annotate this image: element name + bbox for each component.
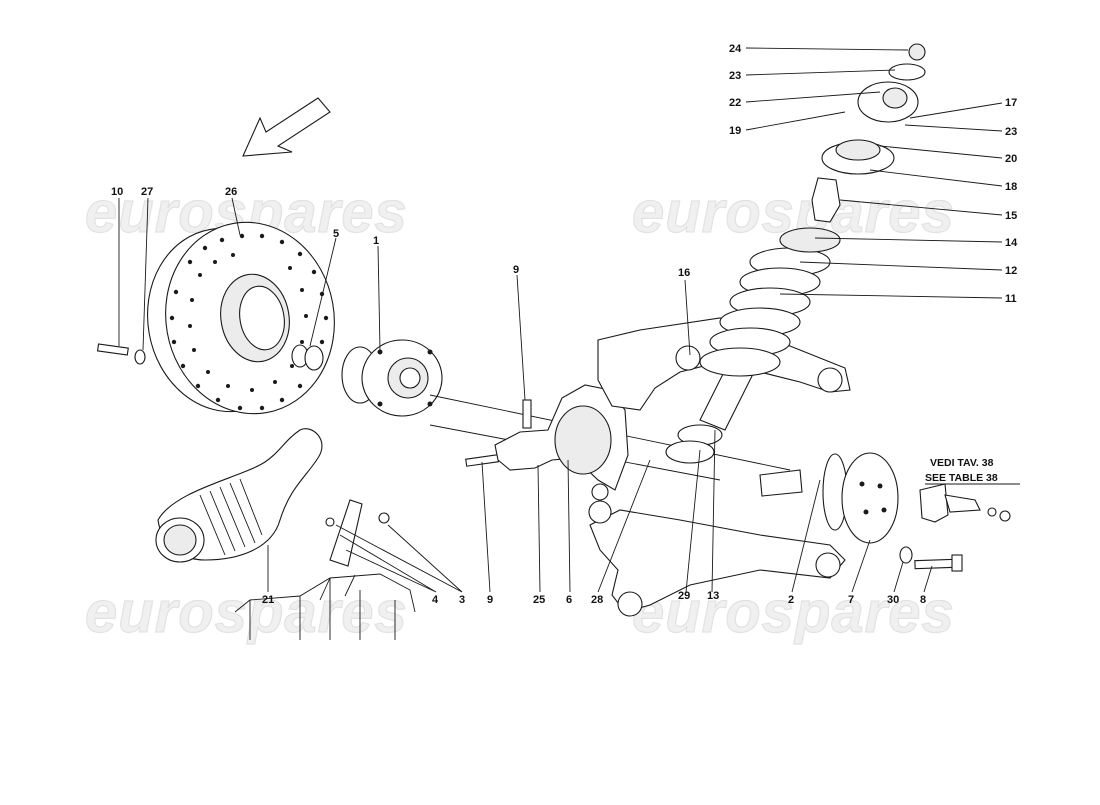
spacer-ring	[291, 344, 324, 371]
lower-wishbone	[588, 500, 846, 617]
part-label-21: 21	[262, 594, 274, 606]
watermark-top-right: eurospares	[632, 180, 955, 245]
part-label-14: 14	[1005, 237, 1018, 249]
part-label-7: 7	[848, 594, 854, 606]
disc-bolt	[96, 343, 146, 365]
part-label-12: 12	[1005, 265, 1017, 277]
part-label-6: 6	[566, 594, 572, 606]
brake-disc	[146, 221, 335, 415]
watermark-bottom-right: eurospares	[632, 580, 955, 645]
part-label-10: 10	[111, 186, 123, 198]
disc-holes	[169, 233, 329, 411]
part-label-28: 28	[591, 594, 603, 606]
leader-lines	[118, 47, 1003, 593]
part-label-24: 24	[729, 43, 742, 55]
wheel-hub	[341, 339, 443, 417]
part-label-2: 2	[788, 594, 794, 606]
part-label-23-top: 23	[729, 70, 741, 82]
part-label-17: 17	[1005, 97, 1017, 109]
shock-absorber	[665, 227, 841, 464]
part-label-8: 8	[920, 594, 926, 606]
part-label-22: 22	[729, 97, 741, 109]
part-label-3: 3	[459, 594, 465, 606]
watermark-top-left: eurospares	[85, 180, 408, 245]
note-line-1: VEDI TAV. 38	[930, 457, 994, 469]
brake-air-duct	[155, 428, 323, 563]
part-label-5: 5	[333, 228, 339, 240]
part-label-27: 27	[141, 186, 153, 198]
part-label-19: 19	[729, 125, 741, 137]
lower-bolt	[899, 546, 963, 572]
part-label-20: 20	[1005, 153, 1017, 165]
part-label-30: 30	[887, 594, 899, 606]
part-label-9-top: 9	[513, 264, 519, 276]
part-label-29: 29	[678, 590, 690, 602]
sensor-bracket	[919, 483, 1011, 523]
part-label-4: 4	[432, 594, 439, 606]
part-label-11: 11	[1005, 293, 1017, 305]
note-line-2: SEE TABLE 38	[925, 472, 998, 484]
part-label-16: 16	[678, 267, 690, 279]
part-label-1: 1	[373, 235, 379, 247]
watermarks: eurospares eurospares eurospares eurospa…	[84, 179, 955, 645]
part-label-13: 13	[707, 590, 719, 602]
part-label-9-bottom: 9	[487, 594, 493, 606]
top-mount	[821, 43, 926, 175]
chassis-fragment	[234, 573, 416, 640]
part-label-26: 26	[225, 186, 237, 198]
drive-shaft	[759, 452, 899, 544]
watermark-bottom-left: eurospares	[85, 580, 408, 645]
part-label-23: 23	[1005, 126, 1017, 138]
part-label-25: 25	[533, 594, 545, 606]
bump-stop	[811, 177, 841, 223]
coil-spring	[699, 247, 831, 377]
part-label-15: 15	[1005, 210, 1017, 222]
duct-bracket	[325, 499, 390, 567]
part-labels: 10 27 26 5 1 9 16 24 23 22 19 17 23 20 1…	[111, 43, 1018, 606]
direction-arrow-icon	[242, 97, 331, 157]
part-label-18: 18	[1005, 181, 1017, 193]
hub-carrier	[494, 384, 629, 501]
